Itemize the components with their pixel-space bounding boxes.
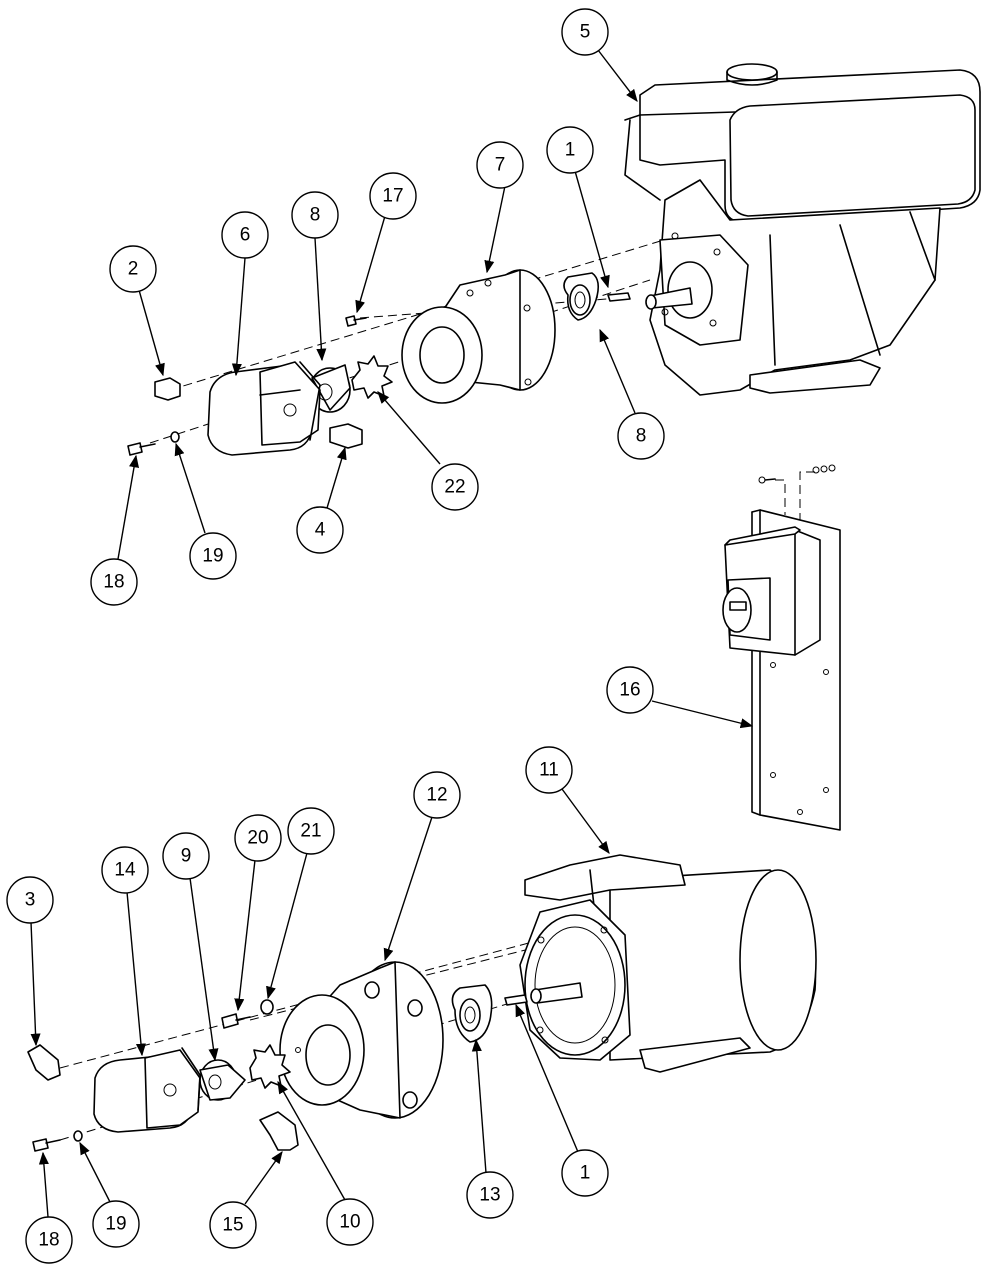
coupling-13 xyxy=(451,984,493,1043)
callouts: 5 1 7 17 8 6 2 8 22 4 19 18 16 11 12 20 … xyxy=(6,8,665,1264)
callout-15: 15 xyxy=(209,1201,257,1249)
callout-19: 19 xyxy=(189,532,237,580)
svg-text:19: 19 xyxy=(105,1214,126,1235)
svg-text:20: 20 xyxy=(247,828,268,849)
svg-text:17: 17 xyxy=(382,186,403,207)
bolt-20 xyxy=(221,1013,239,1029)
svg-text:8: 8 xyxy=(310,205,321,226)
hydraulic-pump-bottom xyxy=(93,1047,201,1133)
svg-text:14: 14 xyxy=(114,860,136,881)
svg-text:8: 8 xyxy=(636,426,647,447)
svg-text:18: 18 xyxy=(38,1230,59,1251)
svg-text:2: 2 xyxy=(128,259,139,280)
callout-5: 5 xyxy=(561,8,609,56)
shaft-key-bottom xyxy=(504,994,528,1006)
svg-text:1: 1 xyxy=(580,1163,591,1184)
callout-22: 22 xyxy=(431,463,479,511)
svg-text:5: 5 xyxy=(580,22,591,43)
electric-motor xyxy=(519,854,817,1073)
svg-text:6: 6 xyxy=(240,225,251,246)
svg-text:18: 18 xyxy=(103,572,124,593)
svg-text:1: 1 xyxy=(565,140,576,161)
washer-19-bottom xyxy=(73,1130,83,1142)
coupling-half-9 xyxy=(199,1059,246,1101)
elbow-fitting-15 xyxy=(259,1111,299,1151)
callout-10: 10 xyxy=(326,1198,374,1246)
fitting-2 xyxy=(154,377,181,401)
callout-18: 18 xyxy=(25,1216,73,1264)
fitting-4 xyxy=(329,423,363,449)
callout-12: 12 xyxy=(413,771,461,819)
callout-6: 6 xyxy=(221,211,269,259)
gas-engine xyxy=(624,63,981,396)
callout-7: 7 xyxy=(476,141,524,189)
spider-insert-top xyxy=(351,355,393,399)
svg-text:11: 11 xyxy=(539,760,559,781)
svg-text:3: 3 xyxy=(25,890,36,911)
callout-1: 1 xyxy=(546,126,594,174)
screw-18-bottom xyxy=(32,1138,49,1152)
callout-4: 4 xyxy=(296,506,344,554)
disconnect-switch xyxy=(722,526,821,656)
bell-housing-bottom xyxy=(279,961,444,1119)
callout-3: 3 xyxy=(6,876,54,924)
svg-text:7: 7 xyxy=(495,155,506,176)
spider-insert-bottom xyxy=(249,1044,291,1089)
washer-19-top xyxy=(170,431,180,443)
svg-text:4: 4 xyxy=(315,520,326,541)
svg-text:10: 10 xyxy=(339,1212,360,1233)
coupling-half-right xyxy=(563,272,600,321)
svg-text:16: 16 xyxy=(619,680,640,701)
callout-8: 8 xyxy=(291,191,339,239)
panel-fasteners xyxy=(758,464,836,484)
cap-screw-17 xyxy=(345,315,367,327)
callout-20: 20 xyxy=(234,814,282,862)
washer-21 xyxy=(260,999,274,1015)
callout-16: 16 xyxy=(606,666,654,714)
svg-text:9: 9 xyxy=(181,846,192,867)
leader-lines xyxy=(30,49,754,1218)
shaft-key-top xyxy=(607,292,631,302)
callout-14: 14 xyxy=(101,846,149,894)
svg-text:22: 22 xyxy=(444,477,465,498)
screw-18-top xyxy=(127,442,143,456)
svg-text:12: 12 xyxy=(426,785,447,806)
callout-11: 11 xyxy=(525,746,573,794)
callout-21: 21 xyxy=(287,807,335,855)
callout-13: 13 xyxy=(466,1171,514,1219)
hydraulic-pump-top xyxy=(207,361,321,456)
callout-9: 9 xyxy=(162,832,210,880)
svg-text:13: 13 xyxy=(479,1185,500,1206)
elbow-fitting-3 xyxy=(27,1044,61,1081)
svg-text:19: 19 xyxy=(202,546,223,567)
svg-text:15: 15 xyxy=(222,1215,243,1236)
callout-2: 2 xyxy=(109,245,157,293)
svg-text:21: 21 xyxy=(300,821,321,842)
callout-19: 19 xyxy=(92,1200,140,1248)
callout-8: 8 xyxy=(617,412,665,460)
callout-18: 18 xyxy=(90,558,138,606)
callout-1: 1 xyxy=(561,1149,609,1197)
bell-housing-top xyxy=(401,269,556,404)
callout-17: 17 xyxy=(369,172,417,220)
